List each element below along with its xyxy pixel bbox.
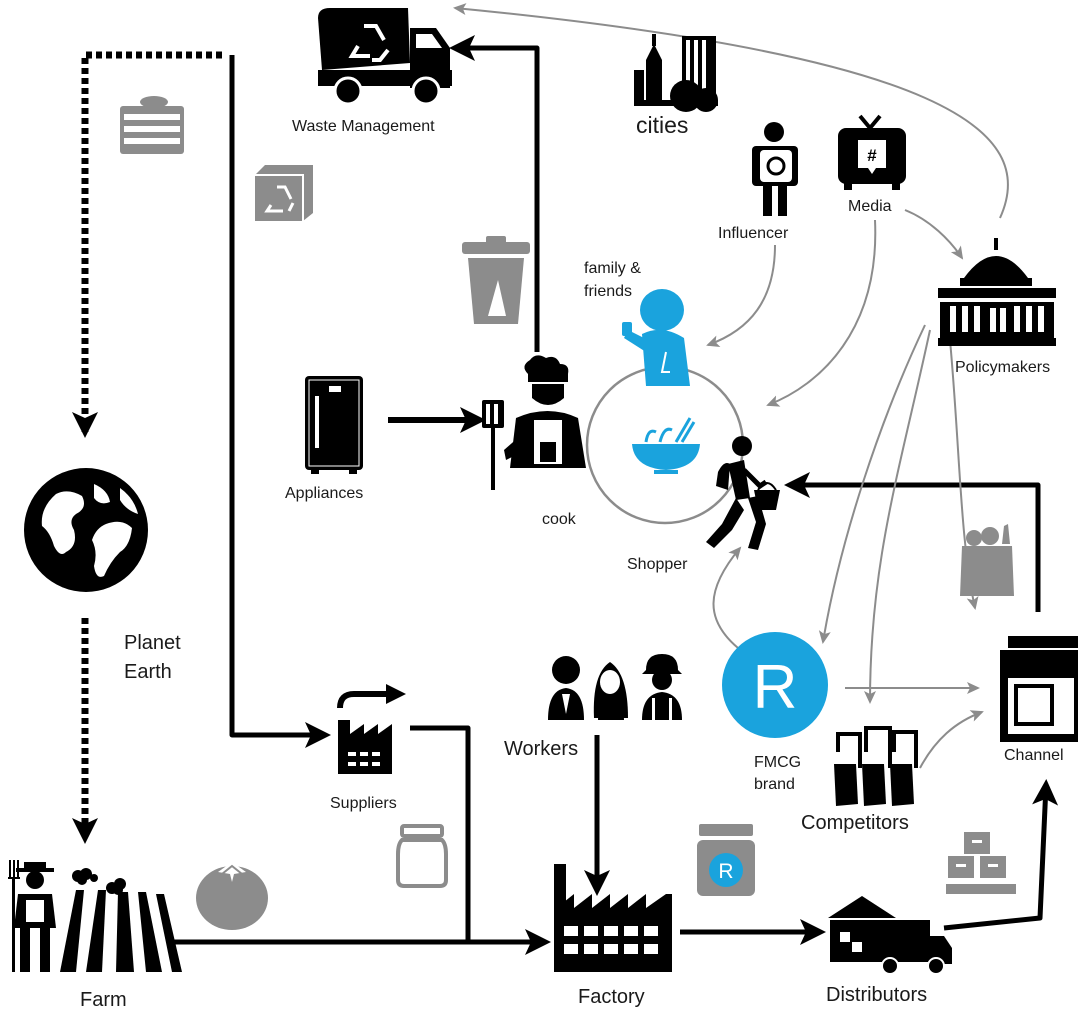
shopper-label: Shopper [627, 556, 688, 573]
cities-label: cities [636, 112, 688, 138]
fmcg-brand-label-line2: brand [754, 776, 795, 793]
influence-arrows [453, 3, 1009, 769]
family-friends-label-line2: friends [584, 283, 632, 300]
jar-logo-letter: R [718, 860, 733, 883]
labels: Waste Management cities Influencer Media… [80, 112, 1064, 1011]
shopping-bag-icon [960, 524, 1014, 596]
arrow-distributors-to-channel [943, 779, 1059, 931]
arrow-fmcg-to-shopper [712, 546, 742, 649]
competitors-hands-icon [834, 726, 918, 806]
delivery-truck-icon [828, 896, 952, 975]
workers-label: Workers [504, 738, 578, 760]
arrow-competitors-to-channel [919, 710, 984, 769]
competitors-label: Competitors [801, 812, 909, 834]
appliances-label: Appliances [285, 485, 363, 502]
brand-logo-letter: R [753, 653, 798, 722]
svg-text:#: # [867, 146, 877, 165]
waste-management-label: Waste Management [292, 118, 435, 135]
shopper-icon [706, 436, 780, 550]
fmcg-brand-label-line1: FMCG [754, 754, 801, 771]
planet-earth-label-line1: Planet [124, 632, 181, 654]
recycle-box-icon [255, 165, 313, 221]
arrow-policymakers-to-fmcg [818, 324, 926, 644]
globe-icon [24, 468, 148, 592]
distributors-label: Distributors [826, 984, 927, 1006]
farm-label: Farm [80, 989, 127, 1011]
chef-icon [482, 355, 586, 490]
compost-bin-icon [120, 96, 184, 154]
arrow-cook-to-waste [449, 35, 540, 352]
boxes-icon [946, 832, 1016, 894]
arrow-suppliers-to-factory [410, 725, 471, 940]
factory-icon [554, 864, 672, 972]
farmer-icon [8, 860, 182, 972]
brand-logo-icon: R [722, 632, 828, 738]
flow-arrows [72, 35, 1059, 955]
arrow-policymakers-to-waste [453, 3, 1009, 219]
family-friends-label-line1: family & [584, 260, 641, 277]
food-bowl-icon [632, 417, 700, 474]
arrow-media-to-shopper [766, 219, 877, 407]
refrigerator-icon [305, 376, 363, 474]
policymakers-label: Policymakers [955, 359, 1050, 376]
city-skyline-icon [634, 34, 718, 112]
tomato-icon [196, 862, 268, 930]
storefront-icon [1000, 636, 1078, 742]
arrow-waste-to-earth [72, 51, 222, 438]
arrow-media-to-policymakers [904, 209, 964, 260]
planet-earth-label-line2: Earth [124, 661, 172, 683]
media-label: Media [848, 198, 892, 215]
channel-label: Channel [1004, 747, 1064, 764]
influencer-icon [752, 122, 798, 216]
suppliers-label: Suppliers [330, 795, 397, 812]
trash-bin-icon [462, 236, 530, 324]
arrow-channel-to-shopper [784, 472, 1041, 612]
arrow-influencer-to-family [706, 244, 776, 347]
arrow-waste-to-suppliers [229, 55, 331, 748]
cook-label: cook [542, 511, 577, 528]
workers-icon [548, 654, 682, 720]
influencer-label: Influencer [718, 225, 789, 242]
family-person-icon [622, 289, 690, 386]
media-tv-icon: # [838, 114, 906, 190]
branded-jar-icon: R [697, 824, 755, 896]
arrow-policymakers-to-competitors [864, 329, 931, 704]
garbage-truck-icon [318, 8, 452, 106]
factory-label: Factory [578, 986, 645, 1008]
capitol-building-icon [938, 238, 1056, 346]
jar-icon [396, 824, 448, 888]
supplier-factory-icon [337, 684, 406, 774]
